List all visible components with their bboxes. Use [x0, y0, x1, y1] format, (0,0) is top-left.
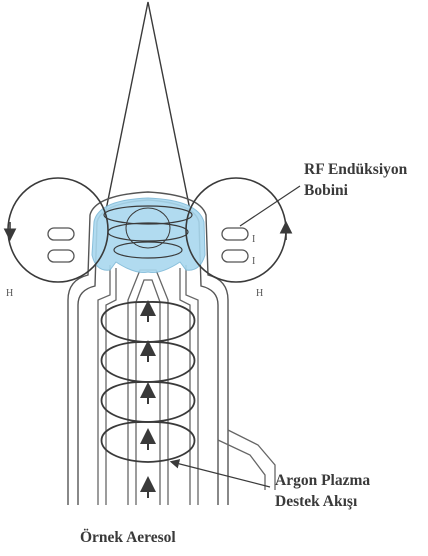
- torch-intermediate-tube: [98, 265, 198, 505]
- sample-aerosol-label: Örnek Aeresol: [80, 529, 176, 546]
- plasma-fireball: [92, 198, 205, 273]
- argon-label-line1: Argon Plazma: [275, 472, 370, 489]
- rf-coil-label-line2: Bobini: [304, 182, 349, 199]
- plasma-flame-cone: [106, 2, 190, 210]
- field-label-left: H: [6, 288, 13, 299]
- rf-coil-label-line1: RF Endüksiyon: [304, 161, 408, 178]
- current-label-upper: I: [252, 234, 255, 245]
- current-label-lower: I: [252, 256, 255, 267]
- field-label-right: H: [256, 288, 263, 299]
- argon-leader-line: [172, 462, 270, 487]
- argon-label-line2: Destek Akışı: [275, 493, 358, 510]
